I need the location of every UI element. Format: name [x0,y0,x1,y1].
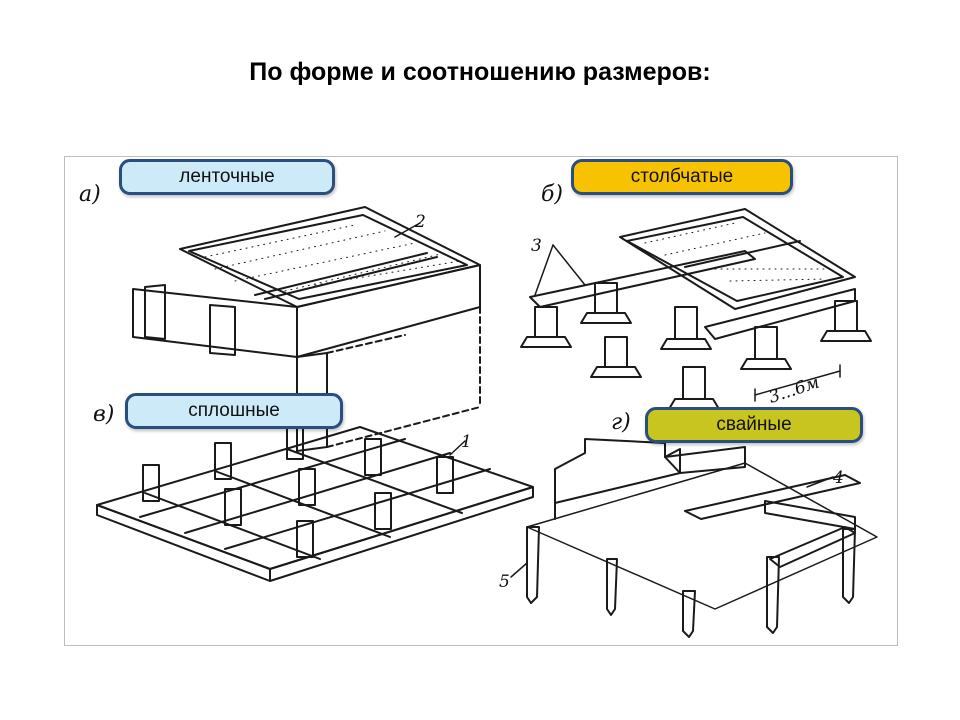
badge-column: столбчатые [571,159,793,195]
badge-pile: свайные [645,407,863,443]
panel-v-letter: в) [93,402,114,427]
foundation-drawings: а) 2 б) 3 3...6м в) 1 г) 4 5 [79,182,878,638]
panel-g-letter: г) [611,410,631,435]
badge-slab: сплошные [125,393,343,429]
panel-v-callout: 1 [461,432,472,452]
panel-a-letter: а) [79,182,101,207]
slide-title: По форме и соотношению размеров: [249,58,711,86]
panel-b-dimension: 3...6м [766,373,822,408]
pile-foundation-drawing [510,438,878,638]
badge-strip: ленточные [119,159,335,195]
panel-g-callout-pile: 5 [499,572,510,592]
foundation-types-figure: а) 2 б) 3 3...6м в) 1 г) 4 5 ленточные с… [64,156,898,646]
panel-g-callout-cap: 4 [832,468,844,488]
strip-foundation-drawing [132,206,481,452]
panel-b-callout: 3 [531,236,542,256]
column-foundation-drawing [520,208,872,410]
panel-a-callout: 2 [414,212,426,232]
slab-foundation-drawing [96,422,534,582]
panel-b-letter: б) [541,182,563,207]
